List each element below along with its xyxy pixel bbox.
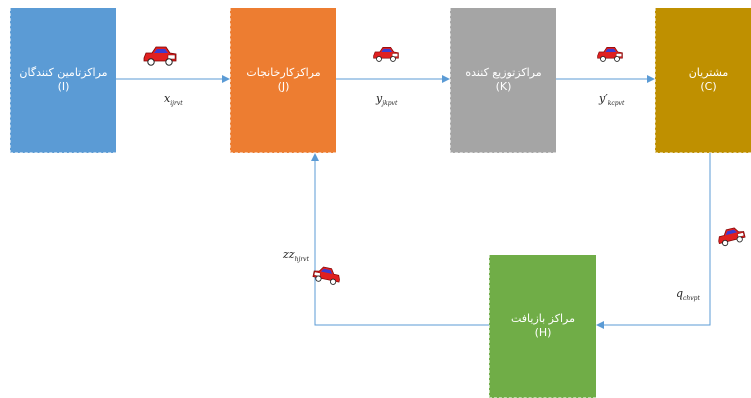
recovery-node: مراکز بازیافت (H) — [489, 255, 596, 398]
car-icon — [312, 266, 340, 285]
distribution-node: مراکزتوزیع کننده (K) — [450, 8, 556, 153]
recovery-code: (H) — [534, 326, 552, 339]
customers-label: مشتریان — [688, 66, 729, 79]
suppliers-code: (I) — [57, 80, 70, 93]
car-icon — [718, 227, 746, 247]
edge-h-to-j — [311, 153, 489, 326]
manufacturing-node: مراکزکارخانجات (J) — [230, 8, 336, 153]
edge-c-to-h — [596, 153, 711, 329]
distribution-code: (K) — [495, 80, 512, 93]
flow-label-yprime: y′kcpvt — [599, 92, 625, 108]
flow-label-y: yjkpvt — [376, 92, 398, 108]
flow-label-zz: zzhjrvt — [283, 248, 309, 264]
manufacturing-label: مراکزکارخانجات — [246, 66, 321, 79]
flow-label-q: qchvpt — [676, 287, 700, 303]
suppliers-label: مراکزتامین کنندگان — [19, 66, 108, 79]
recovery-label: مراکز بازیافت — [510, 312, 576, 325]
car-icon — [373, 46, 399, 62]
car-icon — [143, 46, 177, 66]
customers-node: مشتریان (C) — [655, 8, 751, 153]
distribution-label: مراکزتوزیع کننده — [465, 66, 542, 79]
manufacturing-code: (J) — [277, 80, 290, 93]
car-icon — [597, 46, 623, 62]
suppliers-node: مراکزتامین کنندگان (I) — [10, 8, 116, 153]
customers-code: (C) — [700, 80, 717, 93]
flow-label-x: xijrvt — [164, 92, 183, 108]
